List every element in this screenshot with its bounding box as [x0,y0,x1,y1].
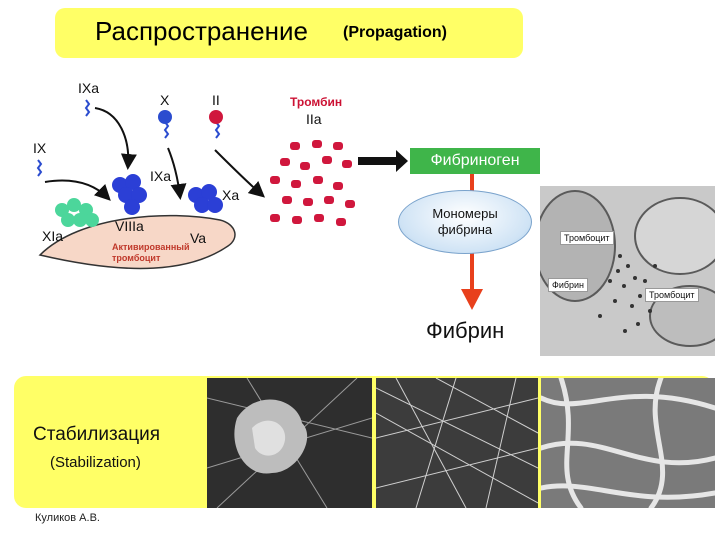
micrograph-label-platelet-a: Тромбоцит [560,231,614,245]
page-subtitle: (Propagation) [343,24,447,41]
factor-iia-label: IIa [306,111,322,127]
author-credit: Куликов А.В. [35,512,100,524]
sem-fibrin-fibers-image [541,378,715,508]
factor-xa-label: Xa [222,187,240,203]
ixa-top-tail [84,99,91,117]
factor-viiia-label: VIIIa [115,218,144,234]
ixa-viiia-complex [112,174,147,215]
factor-va-label: Va [190,230,207,246]
stabilization-label: Стабилизация [33,424,161,445]
fibrin-label: Фибрин [426,318,505,343]
arrow-ix-to-complex [44,179,111,201]
title-banner [55,8,523,58]
x-tail [163,121,170,139]
fibrin-arrow-head [461,289,483,310]
ix-tail [36,159,43,177]
arrow-ii-to-thrombin [214,149,265,198]
arrow-ixa-to-complex [94,107,137,170]
fibrinogen-box: Фибриноген [410,148,540,174]
factor-xia-label: XIa [42,228,64,244]
stabilization-label-en: (Stabilization) [50,454,141,471]
monomer-line1: Мономеры [432,206,498,221]
xia-molecule-cluster [55,198,99,227]
factor-ixa-top-label: IXa [78,80,100,96]
platelet-label-line1: Активированный [112,242,190,252]
platelet-label-line2: тромбоцит [112,253,161,263]
page-title: Распространение [95,16,308,46]
activated-platelet-shape [38,214,236,270]
xa-va-complex [188,184,223,213]
monomer-line2: фибрина [437,222,493,237]
ii-factor-ball [209,110,223,124]
factor-ixa-mid-label: IXa [150,168,172,184]
thrombin-molecules [270,140,355,226]
sem-fibrin-network-image [376,378,538,508]
factor-ii-label: II [212,92,220,108]
ii-tail [214,121,221,139]
platelet-micrograph: Тромбоцит Фибрин Тромбоцит [540,186,715,356]
fibrin-monomer-ellipse: Мономеры фибрина [398,190,532,254]
factor-ix-label: IX [33,140,47,156]
x-factor-ball [158,110,172,124]
micrograph-label-fibrin: Фибрин [548,278,589,292]
sem-clot-image [207,378,372,508]
micrograph-label-platelet-b: Тромбоцит [645,288,699,302]
arrow-x-to-complex [167,147,187,200]
thrombin-label: Тромбин [290,95,343,109]
factor-x-label: X [160,92,170,108]
thrombin-to-fibrinogen-arrow [358,150,408,172]
